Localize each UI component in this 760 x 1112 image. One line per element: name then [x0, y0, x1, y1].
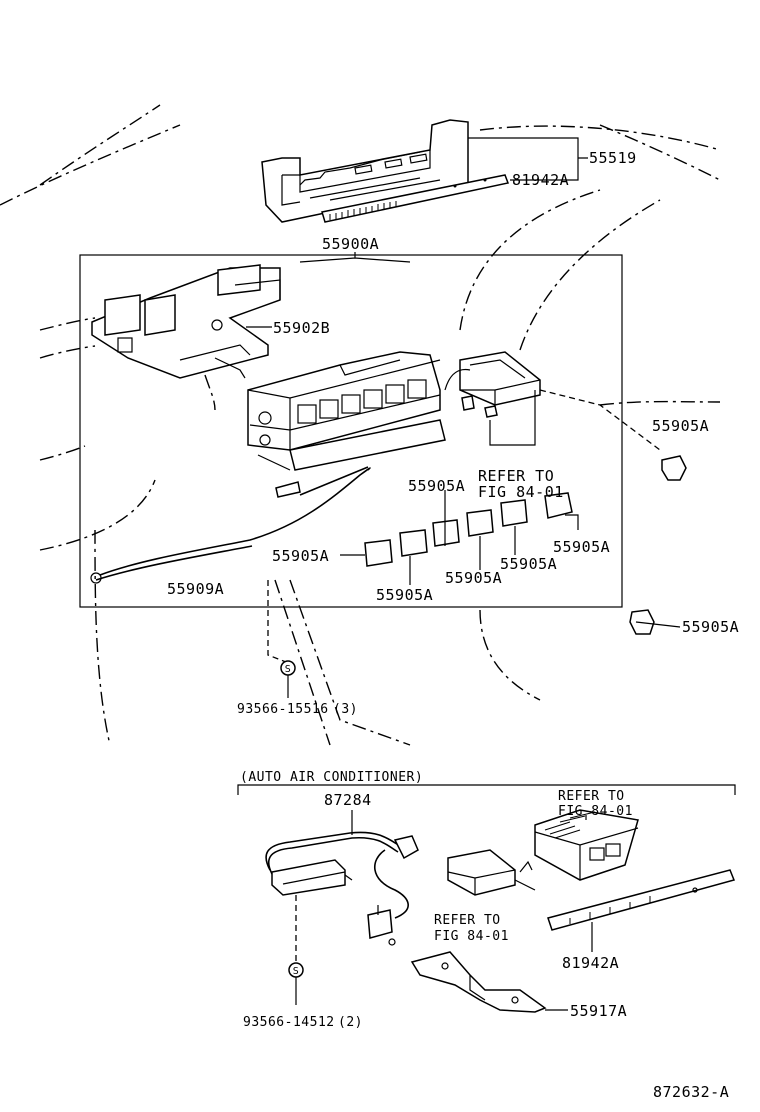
bracket-55917a	[410, 951, 547, 1013]
control-unit	[247, 351, 446, 471]
knob-right	[661, 455, 687, 481]
label-fig-2: FIG 84-01	[558, 804, 633, 819]
label-55905a-b: 55905A	[553, 538, 610, 556]
screw-symbol-icon: S	[285, 664, 292, 675]
screw-93566-14512: S	[288, 895, 304, 1005]
labels: 55519 81942A 55900A 55902B 55905A REFER …	[167, 149, 739, 1101]
bracket-55902b	[91, 264, 281, 379]
cable-55909a	[90, 466, 371, 584]
strip-81942a-bottom	[547, 869, 736, 931]
label-55905a-outside: 55905A	[682, 618, 739, 636]
knob-group-55905a	[364, 455, 687, 635]
label-55905a-d: 55905A	[500, 555, 557, 573]
module-refer-fig-84-01-lower-right	[534, 809, 639, 881]
label-fig-1: FIG 84-01	[478, 483, 564, 501]
section-bracket	[237, 784, 736, 795]
label-55909a: 55909A	[167, 580, 224, 598]
label-55905a-c: 55905A	[272, 547, 329, 565]
label-81942a-top: 81942A	[512, 171, 569, 189]
label-55905a-right: 55905A	[652, 417, 709, 435]
knob-outside	[629, 609, 655, 635]
leader-55519	[468, 137, 588, 181]
knob-4	[466, 509, 494, 537]
label-refer-to-3: REFER TO	[434, 913, 501, 928]
label-55900a: 55900A	[322, 235, 379, 253]
panel-55519	[261, 119, 469, 223]
label-refer-to-1: REFER TO	[478, 467, 554, 485]
module-refer-fig-84-01-upper	[444, 351, 661, 451]
screw-93566-15516: S	[267, 580, 296, 698]
knob-1	[364, 539, 393, 567]
knob-2	[399, 529, 428, 557]
screw-symbol-icon-2: S	[293, 966, 300, 977]
strip-81942a-top	[321, 174, 510, 223]
label-refer-to-2: REFER TO	[558, 789, 625, 804]
label-screw-2-qty: (2)	[338, 1015, 363, 1030]
label-55917a: 55917A	[570, 1002, 627, 1020]
label-87284: 87284	[324, 791, 372, 809]
label-screw-1-part: 93566-15516	[237, 702, 329, 717]
vehicle-outline-lines	[0, 104, 721, 746]
label-figure-id: 872632-A	[653, 1083, 729, 1101]
leader-55900a	[299, 252, 411, 263]
label-fig-3: FIG 84-01	[434, 929, 509, 944]
label-55905a-e: 55905A	[445, 569, 502, 587]
label-81942a-bottom: 81942A	[562, 954, 619, 972]
label-section-title: (AUTO AIR CONDITIONER)	[240, 770, 423, 785]
label-55905a-f: 55905A	[376, 586, 433, 604]
knob-6	[544, 492, 573, 519]
knob-5	[500, 499, 528, 527]
leader-refer-fig-upper	[489, 390, 536, 446]
module-refer-fig-84-01-lower-left	[447, 849, 536, 896]
harness-87284	[265, 831, 419, 946]
assembly-frame-55900a	[79, 254, 623, 608]
label-55905a-a: 55905A	[408, 477, 465, 495]
knob-3	[432, 519, 460, 547]
knob-leaders	[340, 490, 681, 628]
label-screw-2-part: 93566-14512	[243, 1015, 335, 1030]
label-screw-1-qty: (3)	[333, 702, 358, 717]
label-55519: 55519	[589, 149, 637, 167]
label-55902b: 55902B	[273, 319, 330, 337]
